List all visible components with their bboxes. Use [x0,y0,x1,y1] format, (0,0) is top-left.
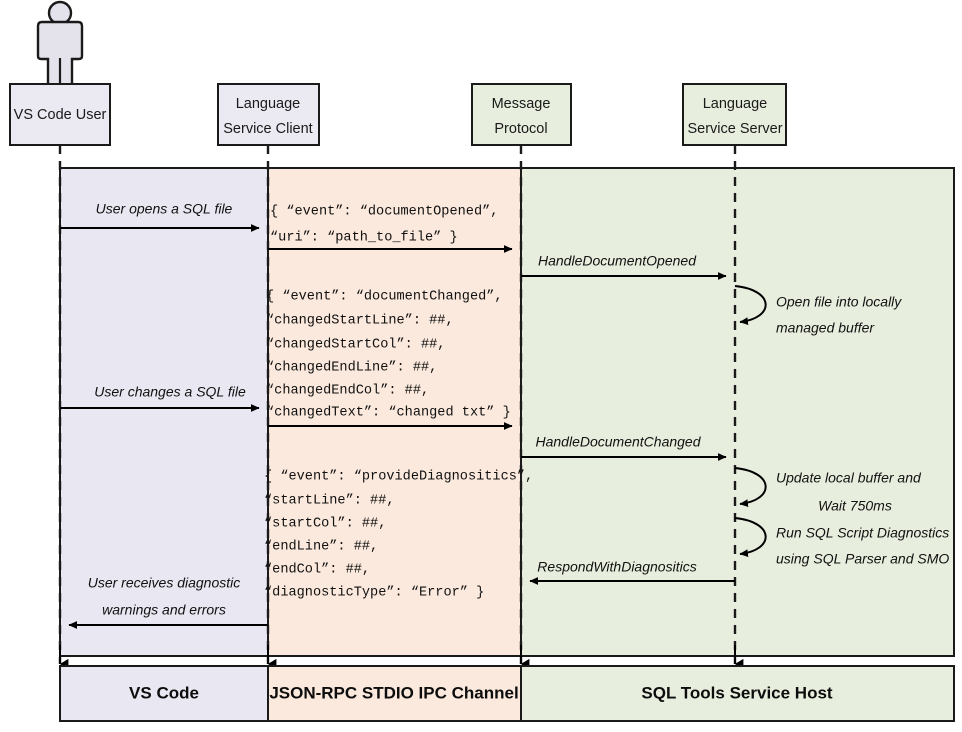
payload-document-opened: { “event”: “documentOpened”, “uri”: “pat… [268,205,513,253]
self-call-label-line1: Update local buffer and [776,470,922,486]
payload-line: “changedStartLine”: ##, [266,314,454,329]
participant-label-line1: Message [492,96,551,112]
payload-line: “changedEndLine”: ##, [266,361,437,376]
payload-line: { “event”: “documentChanged”, [266,290,503,305]
footer-json-rpc[interactable]: JSON-RPC STDIO IPC Channel [267,665,522,722]
message-user-receives-diagnostics: User receives diagnostic warnings and er… [68,575,268,629]
self-call-label-line1: Open file into locally [776,294,902,310]
payload-line: “changedText”: “changed txt” } [266,406,511,421]
message-label: User opens a SQL file [96,201,233,217]
payload-line: “changedStartCol”: ##, [266,338,445,353]
participant-language-service-client[interactable]: Language Service Client [217,83,320,146]
message-user-changes-sql-file: User changes a SQL file [60,384,260,412]
message-label-line2: warnings and errors [102,602,226,618]
payload-line: “endLine”: ##, [264,540,378,555]
band-sql-tools [520,167,955,657]
vs-code-user-actor [36,0,84,101]
payload-line: “uri”: “path_to_file” } [270,231,458,246]
self-call-open-file-into-buffer: Open file into locally managed buffer [734,285,902,336]
payload-provide-diagnositics: { “event”: “provideDiagnositics”, “start… [264,470,533,601]
self-call-label-line2: managed buffer [776,320,875,336]
self-call-update-local-buffer: Update local buffer and Wait 750ms [734,467,922,514]
message-label: User changes a SQL file [94,384,246,400]
payload-document-changed: { “event”: “documentChanged”, “changedSt… [266,290,513,430]
participant-vs-code-user[interactable]: VS Code User [9,83,111,146]
message-user-opens-sql-file: User opens a SQL file [60,201,260,232]
footer-label: VS Code [129,683,199,702]
message-label-line1: User receives diagnostic [88,575,241,591]
payload-line: { “event”: “provideDiagnositics”, [264,470,533,485]
self-call-label-line2: Wait 750ms [818,498,892,514]
footer-drop-arrows [59,645,744,670]
message-label: HandleDocumentOpened [538,253,697,269]
participant-label-line1: Language [703,96,768,112]
message-label: HandleDocumentChanged [536,434,702,450]
participant-label: VS Code User [14,107,107,123]
message-handle-document-changed: HandleDocumentChanged [521,434,727,461]
message-label: RespondWithDiagnositics [537,559,696,575]
payload-line: “endCol”: ##, [264,563,370,578]
self-call-label-line2: using SQL Parser and SMO [776,551,949,567]
participant-language-service-server[interactable]: Language Service Server [682,83,787,146]
footer-label: JSON-RPC STDIO IPC Channel [269,683,518,702]
message-respond-with-diagnositics: RespondWithDiagnositics [529,559,735,585]
footer-label: SQL Tools Service Host [641,683,832,702]
lifelines [58,145,737,664]
payload-line: { “event”: “documentOpened”, [270,205,498,220]
participant-label-line2: Service Server [687,121,782,137]
participant-label-line2: Service Client [223,121,312,137]
footer-sql-tools[interactable]: SQL Tools Service Host [520,665,955,722]
participant-label-line2: Protocol [494,121,547,137]
payload-line: “diagnosticType”: “Error” } [264,586,484,601]
self-call-run-sql-script-diagnostics: Run SQL Script Diagnostics using SQL Par… [734,517,949,567]
participant-label-line1: Language [236,96,301,112]
footer-vs-code[interactable]: VS Code [59,665,269,722]
payload-line: “startCol”: ##, [264,517,386,532]
payload-line: “changedEndCol”: ##, [266,384,429,399]
payload-line: “startLine”: ##, [264,494,395,509]
self-call-label-line1: Run SQL Script Diagnostics [776,525,949,541]
message-handle-document-opened: HandleDocumentOpened [521,253,727,280]
participant-message-protocol[interactable]: Message Protocol [471,83,572,146]
